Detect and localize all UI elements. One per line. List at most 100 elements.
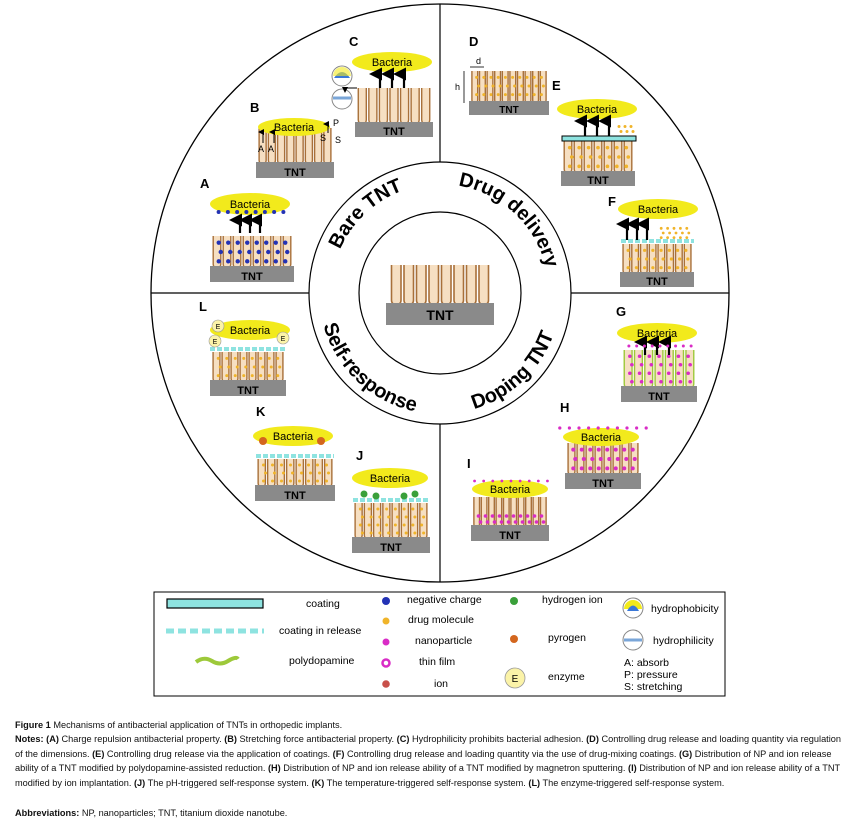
nanoparticle xyxy=(511,514,516,518)
negative-charge xyxy=(235,240,240,245)
drug-molecule xyxy=(250,374,254,378)
note-key: (F) xyxy=(332,748,345,759)
legend-negative-charge: negative charge xyxy=(407,594,482,606)
tnt-base xyxy=(469,101,549,115)
inner-circle xyxy=(358,211,522,375)
negative-charge xyxy=(281,210,286,214)
drug-molecule xyxy=(659,266,663,270)
drug-molecule xyxy=(505,84,509,88)
drug-molecule xyxy=(503,75,507,79)
legend-ion: ion xyxy=(434,678,448,690)
nanotube xyxy=(453,265,465,306)
released-ion xyxy=(567,426,572,430)
drug-molecule xyxy=(376,507,380,511)
drug-molecule xyxy=(577,164,581,169)
released-drug xyxy=(685,236,689,240)
nanoparticle xyxy=(649,362,654,367)
bacteria-label: Bacteria xyxy=(638,204,679,216)
drug-molecule xyxy=(520,84,524,88)
bacteria-label: Bacteria xyxy=(637,328,678,340)
negative-charge xyxy=(273,259,278,264)
nanoparticle xyxy=(637,371,642,376)
tnt-array: TNT xyxy=(561,141,635,187)
nanoparticle xyxy=(666,371,671,376)
drug-molecule xyxy=(289,463,292,467)
tnt-base xyxy=(620,272,694,287)
enzyme-label: E xyxy=(216,324,221,331)
nanotube xyxy=(390,265,402,306)
negative-charge-icon xyxy=(382,597,390,605)
drug-molecule xyxy=(651,266,655,270)
drug-molecule xyxy=(676,248,680,252)
note-text: The temperature-triggered self-response … xyxy=(324,777,529,788)
panel-letter-G: G xyxy=(616,304,626,319)
panel-letter-L: L xyxy=(199,299,207,314)
enzyme-icon-label: E xyxy=(512,674,519,685)
negative-charge xyxy=(285,249,290,255)
bacteria-cell xyxy=(472,480,548,498)
negative-charge xyxy=(225,210,230,214)
nanoparticle xyxy=(632,457,637,461)
drug-molecule xyxy=(422,515,426,519)
drug-molecule xyxy=(395,515,399,519)
nanoparticle xyxy=(490,514,495,518)
bacteria-label: Bacteria xyxy=(274,122,315,134)
tnt-array: TNT xyxy=(352,503,430,554)
negative-charge xyxy=(226,259,231,264)
note-text: Charge repulsion antibacterial property. xyxy=(58,734,225,744)
drug-molecule xyxy=(385,523,389,527)
drug-molecule xyxy=(267,374,271,378)
nanoparticle xyxy=(579,466,584,471)
tnt-label: TNT xyxy=(383,126,405,138)
drug-molecule xyxy=(298,479,301,483)
note-text: Controlling drug release via the applica… xyxy=(104,748,333,759)
released-drug xyxy=(668,231,671,235)
drug-molecule xyxy=(325,479,328,483)
released-ion xyxy=(546,479,549,483)
drug-molecule xyxy=(393,507,397,511)
drug-molecule xyxy=(225,374,229,378)
note-text: Controlling drug release and loading qua… xyxy=(344,748,679,759)
drug-molecule xyxy=(653,257,657,261)
center-tnt: TNT xyxy=(386,265,494,325)
abbr-text: NP, nanoparticles; TNT, titanium dioxide… xyxy=(79,808,288,818)
drug-molecule xyxy=(667,248,671,252)
drug-molecule xyxy=(264,471,267,475)
note-key: (L) xyxy=(528,777,541,788)
panel-C: TNT Bacteria xyxy=(331,52,433,138)
nanoparticle xyxy=(630,466,635,471)
note-text: Hydrophilicity prohibits bacterial adhes… xyxy=(409,734,587,744)
panel-letter-C: C xyxy=(349,34,359,49)
drug-molecule xyxy=(280,463,283,467)
figure-diagram: Bare TNT Drug delivery Self-response Dop… xyxy=(150,3,730,697)
drug-molecule xyxy=(489,75,493,79)
nanoparticle xyxy=(647,371,652,376)
drug-molecule xyxy=(539,75,543,79)
negative-charge xyxy=(226,240,231,245)
hydrogen-ion xyxy=(400,492,408,500)
drug-molecule xyxy=(413,515,417,519)
hydrophobicity-top xyxy=(333,67,351,76)
released-drug xyxy=(661,231,665,235)
released-ion xyxy=(536,479,540,483)
pyrogen xyxy=(259,437,267,445)
nanoparticle xyxy=(613,447,618,452)
drug-molecule xyxy=(634,266,638,270)
drug-molecule xyxy=(262,463,265,467)
drug-molecule xyxy=(325,463,328,467)
drug-molecule xyxy=(420,523,424,527)
bacteria-label: Bacteria xyxy=(372,57,413,69)
nanoparticle xyxy=(504,514,509,518)
drug-molecule xyxy=(588,155,593,159)
mark-A1: A xyxy=(258,144,264,154)
released-ion xyxy=(689,344,693,348)
drug-molecule xyxy=(216,356,220,360)
drug-molecule xyxy=(387,531,391,535)
legend-abbr-s: S: stretching xyxy=(624,681,683,693)
released-ion xyxy=(518,479,522,483)
figure-title-text: Mechanisms of antibacterial application … xyxy=(53,720,343,730)
drug-molecule xyxy=(503,93,507,97)
drug-molecule xyxy=(402,523,406,527)
